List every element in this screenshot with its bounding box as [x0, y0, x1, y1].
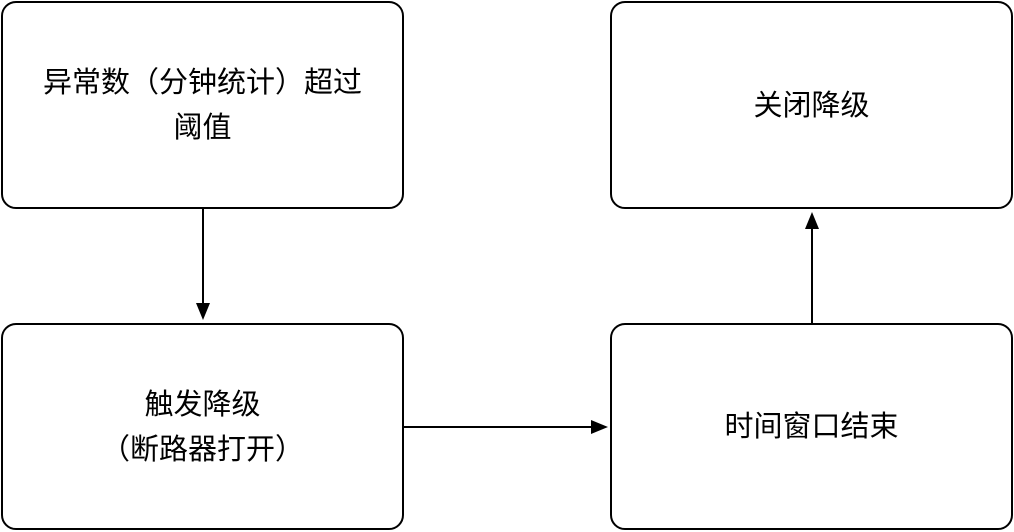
arrowhead-down-icon — [196, 303, 210, 320]
edge-window-to-close — [805, 212, 819, 323]
arrowhead-up-icon — [805, 212, 819, 229]
node-close-degradation: 关闭降级 — [610, 1, 1013, 209]
node-label: 触发降级 （断路器打开） — [100, 386, 304, 466]
edge-trigger-to-window — [404, 420, 608, 434]
arrowhead-right-icon — [591, 420, 608, 434]
node-time-window-end: 时间窗口结束 — [610, 323, 1013, 530]
node-label: 异常数（分钟统计）超过 阈值 — [42, 65, 362, 144]
node-label: 关闭降级 — [753, 87, 870, 122]
edge-threshold-to-trigger — [196, 209, 210, 320]
node-threshold-exceeded: 异常数（分钟统计）超过 阈值 — [1, 1, 404, 209]
node-trigger-degradation: 触发降级 （断路器打开） — [1, 323, 404, 530]
node-label: 时间窗口结束 — [724, 409, 899, 443]
